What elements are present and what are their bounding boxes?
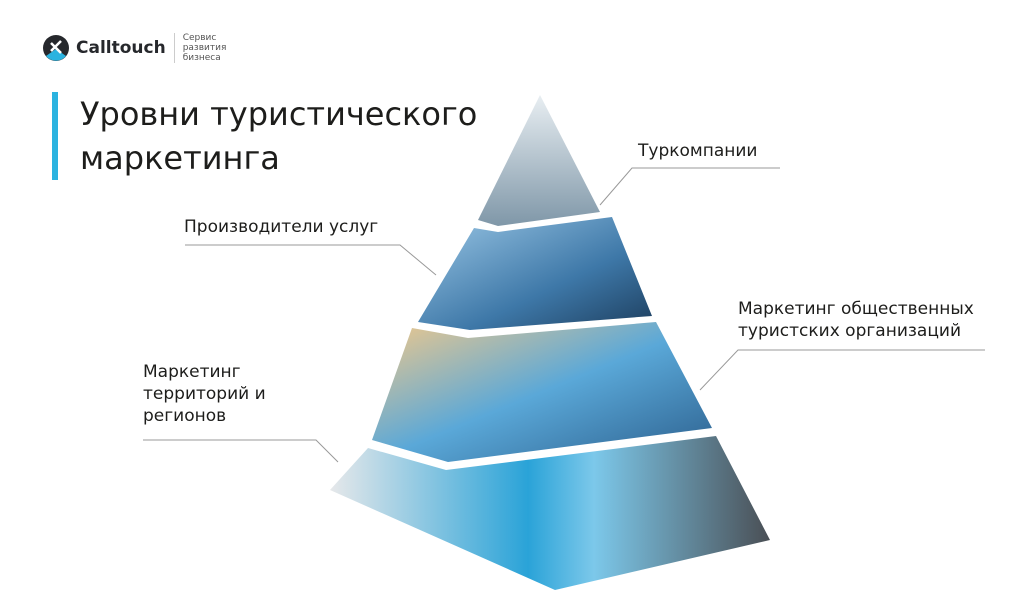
calltouch-logo-icon xyxy=(43,35,69,61)
title-accent-bar xyxy=(52,92,58,180)
pyramid-tier-1 xyxy=(478,95,600,226)
leader-line-4 xyxy=(143,439,339,463)
leader-line-2 xyxy=(185,244,437,276)
level-label-public-organizations: Маркетинг общественных туристских органи… xyxy=(738,299,974,341)
leader-line-3 xyxy=(699,349,985,391)
page-title: Уровни туристического маркетинга xyxy=(80,95,478,177)
pyramid-tier-3 xyxy=(372,322,712,462)
logo-tagline: Сервис развития бизнеса xyxy=(182,33,227,63)
leader-line-1 xyxy=(599,167,780,206)
level-label-tour-companies: Туркомпании xyxy=(638,141,758,161)
level-label-territories: Маркетинг территорий и регионов xyxy=(143,362,266,426)
pyramid-tier-4 xyxy=(330,436,770,590)
pyramid-tier-2 xyxy=(418,217,652,330)
logo-divider xyxy=(173,33,175,63)
level-label-service-providers: Производители услуг xyxy=(184,217,379,237)
logo: Calltouch Сервис развития бизнеса xyxy=(42,33,241,63)
logo-name: Calltouch xyxy=(76,38,166,58)
